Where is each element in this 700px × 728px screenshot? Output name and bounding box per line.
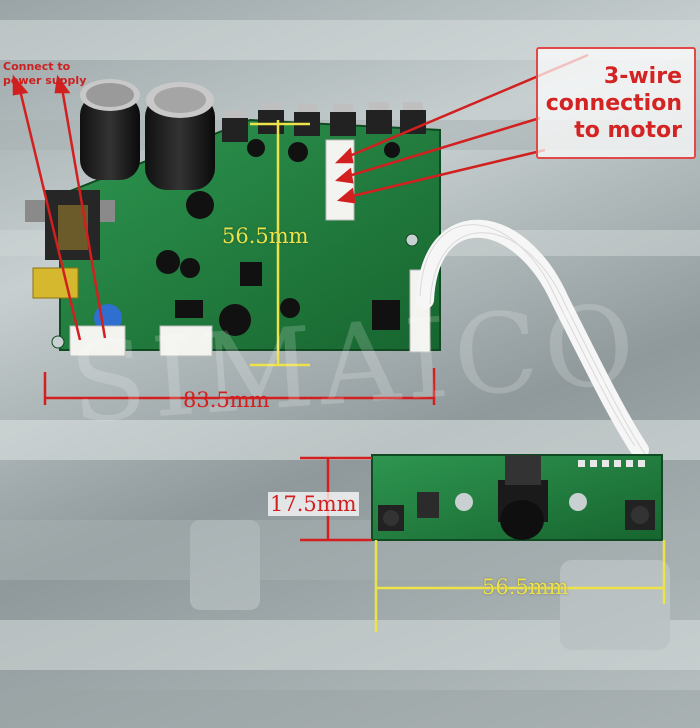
- power-supply-label-line1: Connect to: [3, 60, 71, 73]
- power-supply-label-line2: power supply: [3, 74, 87, 87]
- motor-label-line2: connection: [545, 91, 682, 116]
- panel-width-label: 56.5mm: [482, 575, 569, 599]
- main-board-width-dimension: [43, 368, 436, 405]
- motor-label-line1: 3-wire: [603, 64, 682, 89]
- main-board-width-label: 83.5mm: [183, 388, 270, 412]
- main-board-height-dimension: [250, 120, 310, 367]
- panel-height-label: 17.5mm: [268, 492, 359, 516]
- ribbon-cable: [416, 219, 649, 459]
- motor-connection-callout: 3-wire connection to motor: [536, 47, 696, 159]
- control-panel-board: [371, 454, 663, 541]
- motor-label-line3: to motor: [574, 118, 682, 143]
- power-supply-arrows: [12, 74, 107, 341]
- main-board-height-label: 56.5mm: [222, 224, 309, 248]
- panel-width-dimension: [374, 540, 666, 632]
